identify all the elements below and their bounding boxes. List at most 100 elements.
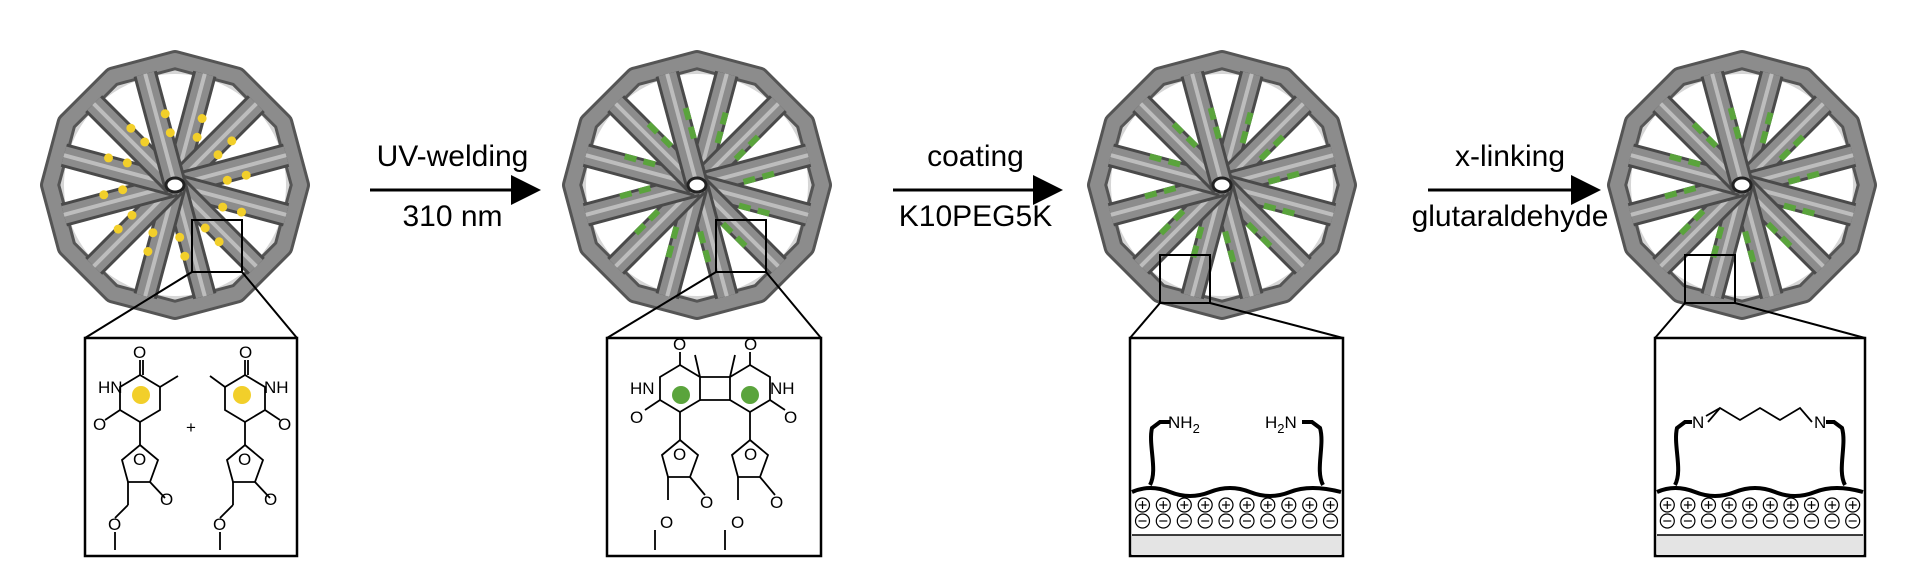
chem-label-o: O — [133, 343, 146, 362]
thymine-site-marker — [241, 170, 251, 180]
dna-origami-wheel — [1087, 50, 1357, 320]
chem-label-o: O — [278, 415, 291, 434]
thymine-site-marker — [148, 228, 158, 238]
chem-label-o: O — [238, 450, 251, 469]
chem-label-nh: NH — [264, 378, 289, 397]
thymine-site-marker — [175, 232, 185, 242]
dimer-site-marker — [1683, 185, 1697, 195]
dimer-site-marker — [1286, 170, 1300, 180]
dimer-site-marker — [638, 185, 652, 195]
dimer-site-marker — [1263, 202, 1277, 212]
dimer-site-marker — [1787, 175, 1801, 185]
dimer-site-marker — [1687, 158, 1701, 168]
thymidine-pair-structure — [104, 360, 281, 550]
chem-label-hn: HN — [98, 378, 123, 397]
dimer-site-marker — [1705, 135, 1719, 149]
thymine-site-marker — [122, 158, 132, 168]
thymine-site-marker — [180, 251, 190, 261]
dimer-site-marker — [1727, 107, 1737, 121]
chem-label-o: O — [93, 415, 106, 434]
thymine-site-marker — [143, 247, 153, 256]
zoom-origin-box-2 — [715, 219, 767, 273]
dna-origami-wheel — [562, 50, 832, 320]
dna-origami-wheel — [40, 50, 310, 320]
dimer-site-marker — [1281, 207, 1296, 217]
dimer-site-marker — [1171, 121, 1185, 135]
dimer-site-marker — [1245, 221, 1259, 235]
thymine-site-marker — [104, 153, 113, 163]
dimer-site-marker — [1668, 153, 1683, 163]
thymine-site-marker — [165, 128, 175, 138]
dimer-site-marker — [1222, 230, 1232, 244]
thymine-site-marker — [127, 210, 137, 220]
chem-label-o: O — [673, 445, 686, 464]
chem-label-o: O — [731, 513, 744, 532]
thymine-marker-left — [132, 386, 150, 404]
dimer-site-marker — [1778, 148, 1792, 162]
chem-label-o: O — [673, 335, 686, 354]
dimer-site-marker — [633, 222, 647, 236]
chem-label-hn: HN — [630, 379, 655, 398]
zoom-box-crosslink — [1653, 336, 1867, 558]
chem-label-o: O — [213, 515, 226, 534]
thymine-site-marker — [99, 190, 109, 200]
dimer-site-marker — [1148, 153, 1163, 163]
step-label-x-linking: x-linking — [1454, 140, 1566, 173]
dimer-site-marker — [1691, 121, 1705, 135]
dimer-site-marker — [1792, 134, 1806, 148]
dimer-site-marker — [719, 111, 729, 126]
dimer-site-marker — [642, 158, 656, 168]
dimer-site-marker — [1259, 235, 1273, 249]
dimer-site-marker — [1664, 190, 1678, 200]
thymine-dimer-structure — [644, 352, 786, 550]
dimer-site-marker — [733, 148, 747, 162]
dimer-site-marker — [697, 230, 707, 244]
dna-origami-wheel — [1607, 50, 1877, 320]
chem-label-n: N — [1814, 413, 1826, 432]
thymine-site-marker — [200, 223, 210, 233]
thymine-site-marker — [160, 109, 170, 119]
zoom-box-coating — [1128, 336, 1345, 558]
step-label-310nm: 310 nm — [402, 200, 503, 233]
chem-label-o: O — [770, 493, 783, 512]
zoom-origin-box-1 — [191, 219, 243, 273]
dimer-site-marker — [1272, 134, 1286, 148]
dimer-site-marker — [1764, 111, 1774, 126]
zoom-callouts — [83, 219, 1867, 558]
chem-label-o: O — [784, 408, 797, 427]
chem-label-o: O — [660, 513, 673, 532]
zoom-box-dimer — [605, 336, 823, 558]
chem-label-nh2: NH2 — [1168, 413, 1200, 436]
thymine-site-marker — [192, 132, 202, 142]
dimer-site-marker — [1163, 185, 1177, 195]
dimer-site-marker — [1267, 175, 1281, 185]
dimer-site-marker — [1239, 130, 1249, 144]
dimer-site-marker — [1715, 226, 1725, 240]
dimer-site-marker — [687, 126, 697, 140]
dimer-site-marker — [623, 153, 638, 163]
dimer-site-marker — [1244, 111, 1254, 126]
dimer-site-marker — [1692, 208, 1706, 222]
dimer-site-marker — [1158, 222, 1172, 236]
chem-label-o: O — [108, 515, 121, 534]
chem-label-h2n: H2N — [1265, 413, 1297, 436]
thymine-site-marker — [126, 123, 136, 133]
dimer-site-marker — [1172, 208, 1186, 222]
dimer-site-marker — [647, 208, 661, 222]
dimer-site-marker — [1759, 130, 1769, 144]
zoom-origin-box-3 — [1159, 254, 1211, 304]
step-label-uv-welding: UV-welding — [376, 140, 529, 173]
dimer-site-marker — [1207, 107, 1217, 121]
chem-label-o: O — [160, 490, 173, 509]
thymine-site-marker — [214, 237, 224, 247]
chem-label-o: O — [700, 493, 713, 512]
dimer-site-marker — [1212, 126, 1222, 140]
dimer-site-marker — [646, 121, 660, 135]
crosslinked-coating-structure — [1656, 406, 1864, 555]
zoom-box-thymine — [83, 336, 299, 558]
chem-label-o: O — [744, 335, 757, 354]
dimer-site-marker — [756, 207, 771, 217]
dimer-marker-left — [672, 386, 690, 404]
dimer-site-marker — [1185, 135, 1199, 149]
